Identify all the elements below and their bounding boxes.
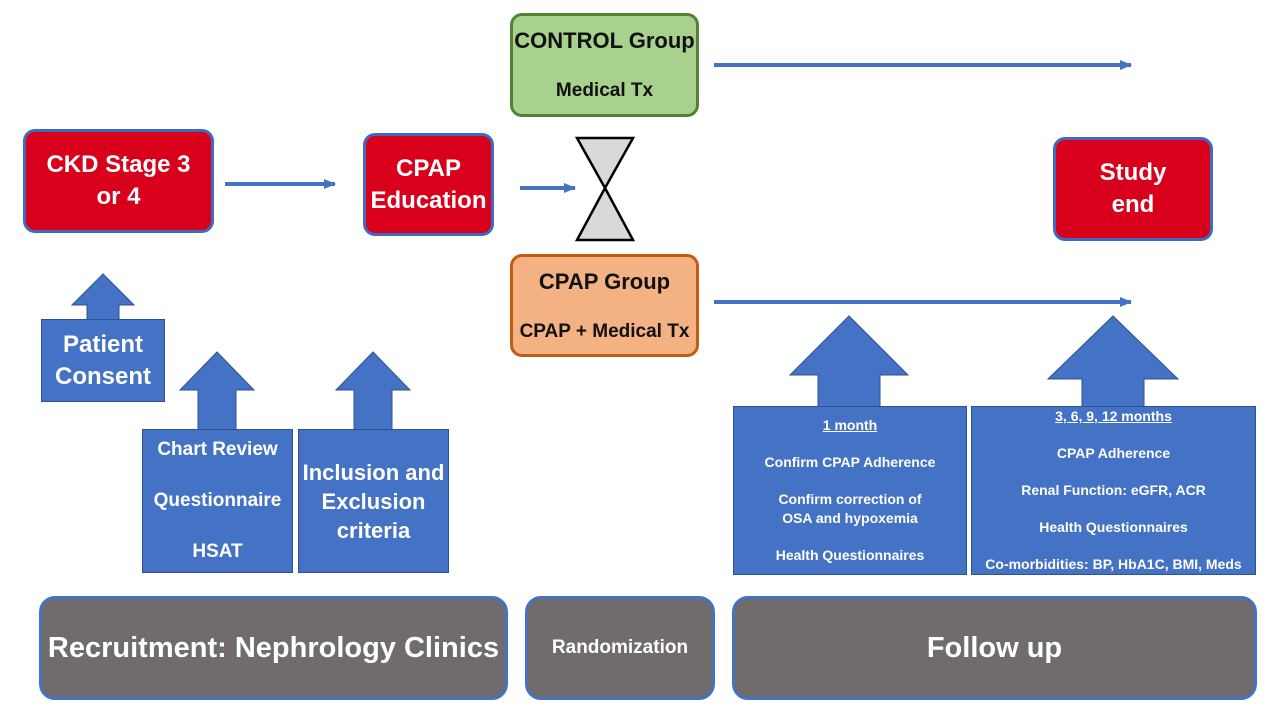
- screening-chart-review: Chart Review: [157, 439, 278, 460]
- inclusion-line1: Inclusion and: [302, 459, 445, 485]
- patient-consent-line1: Patient: [62, 330, 143, 358]
- later-months-header: 3, 6, 9, 12 months: [1055, 408, 1172, 424]
- inclusion-criteria-box: Inclusion and Exclusion criteria: [298, 429, 449, 573]
- patient-consent-box: Patient Consent: [41, 319, 165, 402]
- screening-up-arrow: [178, 351, 256, 431]
- one-month-item-correction-line1: Confirm correction of: [778, 491, 922, 507]
- screening-hsat: HSAT: [192, 541, 243, 562]
- inclusion-line3: criteria: [336, 517, 411, 543]
- phase-recruitment-label: Recruitment: Nephrology Clinics: [47, 631, 500, 664]
- patient-consent-up-arrow: [70, 273, 136, 321]
- one-month-item-correction-line2: OSA and hypoxemia: [782, 510, 918, 526]
- phase-recruitment: Recruitment: Nephrology Clinics: [39, 596, 508, 700]
- control-group-box: CONTROL Group Medical Tx: [510, 13, 699, 117]
- hourglass-icon: [574, 136, 636, 242]
- cpap-education-line1: CPAP: [396, 154, 461, 182]
- screening-questionnaire: Questionnaire: [153, 490, 282, 511]
- phase-randomization-label: Randomization: [551, 637, 689, 658]
- patient-consent-line2: Consent: [55, 362, 151, 390]
- one-month-box: 1 month Confirm CPAP Adherence Confirm c…: [733, 406, 967, 575]
- control-group-title: CONTROL Group: [514, 28, 695, 53]
- inclusion-up-arrow: [334, 351, 412, 431]
- control-group-subtitle: Medical Tx: [555, 80, 654, 101]
- ckd-stage-box: CKD Stage 3 or 4: [23, 129, 214, 233]
- cpap-group-box: CPAP Group CPAP + Medical Tx: [510, 254, 699, 357]
- inclusion-line2: Exclusion: [321, 488, 426, 514]
- one-month-item-adherence: Confirm CPAP Adherence: [764, 454, 936, 470]
- phase-follow-up: Follow up: [732, 596, 1257, 700]
- ckd-stage-line1: CKD Stage 3: [46, 151, 191, 178]
- cpap-education-box: CPAP Education: [363, 133, 494, 236]
- later-months-item-comorbidities: Co-morbidities: BP, HbA1C, BMI, Meds: [985, 556, 1242, 572]
- later-months-item-renal: Renal Function: eGFR, ACR: [1021, 482, 1206, 498]
- later-months-item-adherence: CPAP Adherence: [1056, 445, 1171, 461]
- cpap-group-subtitle: CPAP + Medical Tx: [519, 320, 690, 342]
- later-months-up-arrow: [1046, 315, 1180, 408]
- one-month-up-arrow: [788, 315, 910, 408]
- phase-randomization: Randomization: [525, 596, 715, 700]
- screening-box: Chart Review Questionnaire HSAT: [142, 429, 293, 573]
- study-end-line1: Study: [1099, 159, 1167, 186]
- later-months-box: 3, 6, 9, 12 months CPAP Adherence Renal …: [971, 406, 1256, 575]
- one-month-item-questionnaires: Health Questionnaires: [775, 547, 925, 563]
- cpap-education-line2: Education: [370, 186, 487, 214]
- phase-follow-up-label: Follow up: [926, 631, 1063, 664]
- later-months-item-questionnaires: Health Questionnaires: [1039, 519, 1188, 535]
- ckd-stage-line2: or 4: [96, 183, 141, 210]
- study-end-box: Study end: [1053, 137, 1213, 241]
- study-end-line2: end: [1111, 191, 1155, 218]
- one-month-header: 1 month: [822, 417, 878, 433]
- cpap-group-title: CPAP Group: [538, 268, 671, 294]
